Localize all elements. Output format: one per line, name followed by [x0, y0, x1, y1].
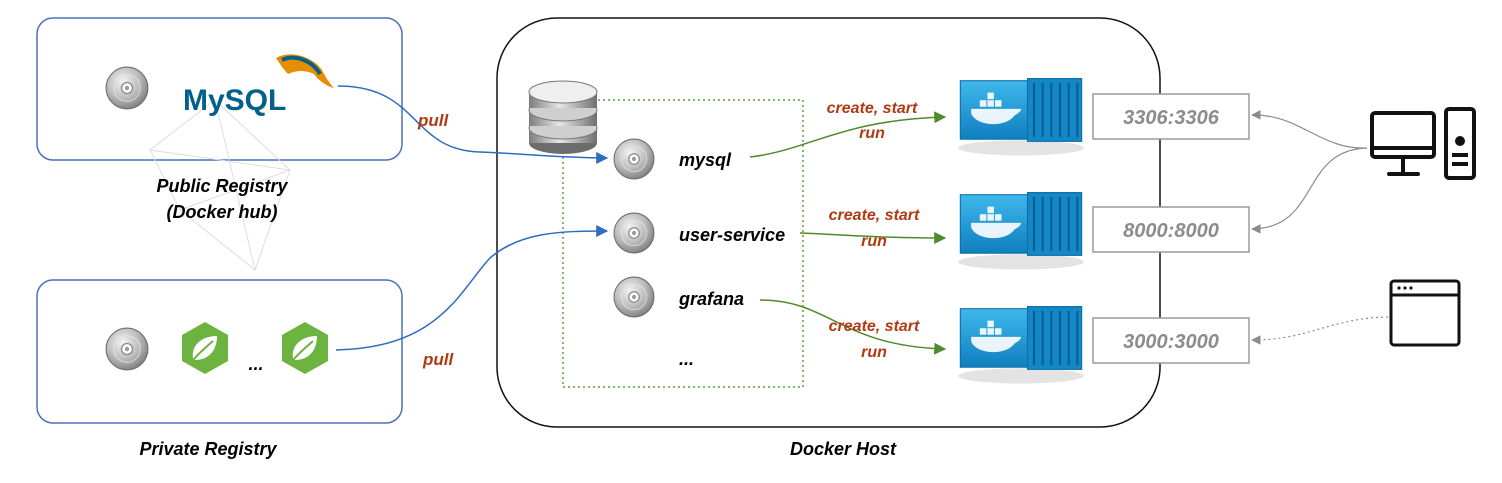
watermark-mesh	[149, 99, 291, 271]
spring-logo-icon	[181, 321, 229, 375]
pull-label-private: pull	[422, 350, 454, 369]
run-arrow-mysql	[749, 111, 947, 158]
mysql-dolphin-icon	[276, 54, 334, 88]
port-box-2	[1092, 206, 1250, 253]
action-label-1-line1: create, start	[827, 100, 918, 117]
pull-arrow-public	[337, 85, 609, 164]
action-label-1-line2: run	[859, 125, 885, 142]
mysql-logo-text: MySQL	[183, 84, 286, 117]
private-registry-title: Private Registry	[139, 439, 277, 459]
image-label-user-service: user-service	[679, 225, 785, 245]
run-arrow-grafana	[759, 299, 947, 355]
private-registry-box	[36, 279, 403, 424]
action-label-3-line1: create, start	[829, 318, 920, 335]
docker-host-title: Docker Host	[790, 439, 897, 459]
image-label-mysql: mysql	[679, 150, 732, 170]
private-image-disc-icon	[105, 327, 149, 371]
port-mapping-3: 3000:3000	[1123, 331, 1219, 353]
image-disc-icon-grafana	[613, 276, 655, 318]
client-arrow-desktop-1	[1251, 110, 1368, 149]
pull-label-public: pull	[417, 111, 449, 130]
browser-window-icon	[1389, 279, 1461, 347]
private-registry-ellipsis: ...	[248, 354, 263, 374]
action-label-2-line1: create, start	[829, 207, 920, 224]
port-mapping-1: 3306:3306	[1123, 107, 1220, 129]
docker-container-icon-3	[957, 305, 1085, 385]
port-mapping-2: 8000:8000	[1123, 220, 1219, 242]
port-box-3	[1092, 317, 1250, 364]
image-disc-icon-mysql	[613, 138, 655, 180]
docker-container-icon-1	[957, 77, 1085, 157]
public-registry-title-2: (Docker hub)	[166, 202, 277, 222]
docker-container-icon-2	[957, 191, 1085, 271]
action-label-2-line2: run	[861, 233, 887, 250]
port-box-1	[1092, 93, 1250, 140]
local-storage-database-icon	[528, 80, 598, 154]
image-label-ellipsis: ...	[679, 349, 694, 369]
client-arrow-desktop-2	[1251, 147, 1368, 234]
desktop-computer-icon	[1370, 107, 1476, 180]
public-image-disc-icon	[105, 66, 149, 110]
client-arrow-browser	[1251, 316, 1389, 345]
local-images-group	[562, 99, 804, 388]
pull-arrow-private	[335, 225, 609, 351]
public-registry-title-1: Public Registry	[156, 176, 288, 196]
run-arrow-user-service	[799, 231, 947, 244]
image-disc-icon-user-service	[613, 212, 655, 254]
action-label-3-line2: run	[861, 344, 887, 361]
spring-logo-icon-2	[281, 321, 329, 375]
image-label-grafana: grafana	[678, 289, 744, 309]
